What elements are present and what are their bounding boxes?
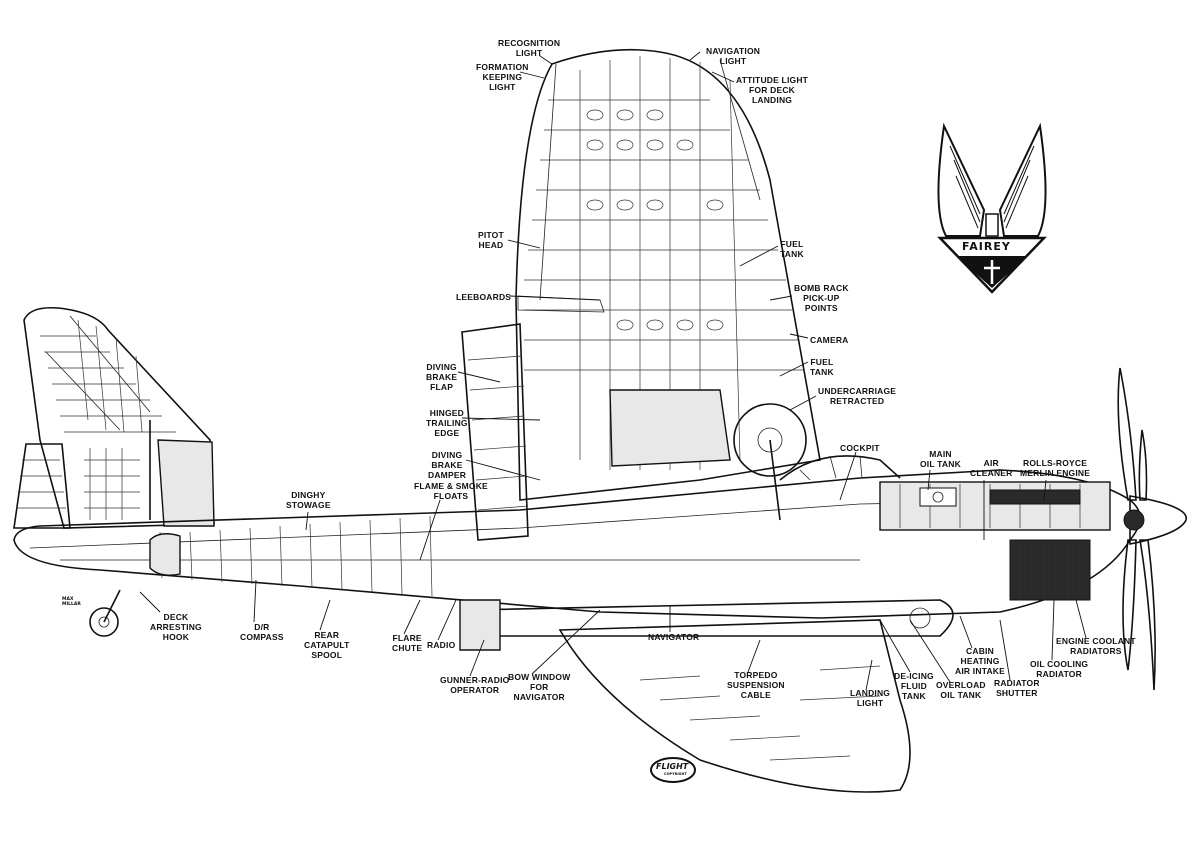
label-bomb-rack-pickup: BOMB RACK PICK-UP POINTS — [794, 283, 849, 313]
label-gunner-radio-operator: GUNNER-RADIO OPERATOR — [440, 675, 510, 695]
label-navigation-light: NAVIGATION LIGHT — [706, 46, 761, 66]
label-attitude-light: ATTITUDE LIGHT FOR DECK LANDING — [736, 75, 809, 105]
label-flame-smoke-floats: FLAME & SMOKE FLOATS — [414, 481, 488, 501]
label-hinged-trailing-edge: HINGED TRAILING EDGE — [426, 408, 468, 438]
label-overload-oil-tank: OVERLOAD OIL TANK — [936, 680, 986, 700]
label-main-oil-tank: MAIN OIL TANK — [920, 449, 961, 469]
label-air-cleaner: AIR CLEANER — [970, 458, 1013, 478]
label-cockpit: COCKPIT — [840, 443, 880, 453]
label-torpedo-suspension-cable: TORPEDO SUSPENSION CABLE — [727, 670, 785, 700]
label-engine-coolant-radiators: ENGINE COOLANT RADIATORS — [1056, 636, 1136, 656]
label-recognition-light: RECOGNITION LIGHT — [498, 38, 561, 58]
label-pitot-head: PITOT HEAD — [478, 230, 504, 250]
label-flare-chute: FLARE CHUTE — [392, 633, 423, 653]
flight-mark — [650, 757, 696, 783]
folded-wing — [461, 48, 821, 541]
label-dinghy-stowage: DINGHY STOWAGE — [286, 490, 331, 510]
fairey-logo-text: FAIREY — [962, 240, 1011, 253]
label-leeboards: LEEBOARDS — [456, 292, 512, 302]
label-navigator: NAVIGATOR — [648, 632, 700, 642]
fuselage — [13, 455, 1187, 619]
label-fuel-tank-lower: FUEL TANK — [810, 357, 834, 377]
label-cabin-heating-air-intake: CABIN HEATING AIR INTAKE — [955, 646, 1006, 676]
label-radiator-shutter: RADIATOR SHUTTER — [994, 678, 1040, 698]
label-rear-catapult-spool: REAR CATAPULT SPOOL — [304, 630, 350, 660]
label-deck-arresting-hook: DECK ARRESTING HOOK — [150, 612, 202, 642]
label-oil-cooling-radiator: OIL COOLING RADIATOR — [1030, 659, 1089, 679]
tail-wheel — [89, 589, 121, 637]
label-radio: RADIO — [427, 640, 456, 650]
label-fuel-tank-upper: FUEL TANK — [780, 239, 804, 259]
label-camera: CAMERA — [810, 335, 849, 345]
tail-fin — [13, 306, 215, 529]
label-undercarriage-retracted: UNDERCARRIAGE RETRACTED — [818, 386, 897, 406]
leader-lines — [139, 51, 1087, 691]
propeller — [1117, 367, 1156, 691]
label-landing-light: LANDING LIGHT — [850, 688, 891, 708]
label-de-icing-fluid-tank: DE-ICING FLUID TANK — [894, 671, 934, 701]
label-rolls-royce-merlin: ROLLS-ROYCE MERLIN ENGINE — [1020, 458, 1091, 478]
flight-mark-text: FLIGHT — [656, 762, 689, 771]
label-dr-compass: D/R COMPASS — [240, 622, 284, 642]
label-diving-brake-flap: DIVING BRAKE FLAP — [426, 362, 458, 392]
label-bow-window: BOW WINDOW FOR NAVIGATOR — [508, 672, 571, 702]
lower-wing — [558, 619, 911, 793]
flight-copyright-text: COPYRIGHT — [664, 772, 687, 776]
fairey-logo — [937, 122, 1047, 294]
label-diving-brake-damper: DIVING BRAKE DAMPER — [428, 450, 467, 480]
artist-signature: MAX MILLAR — [62, 597, 81, 607]
label-formation-keeping-light: FORMATION KEEPING LIGHT — [476, 62, 529, 92]
torpedo — [459, 599, 954, 651]
